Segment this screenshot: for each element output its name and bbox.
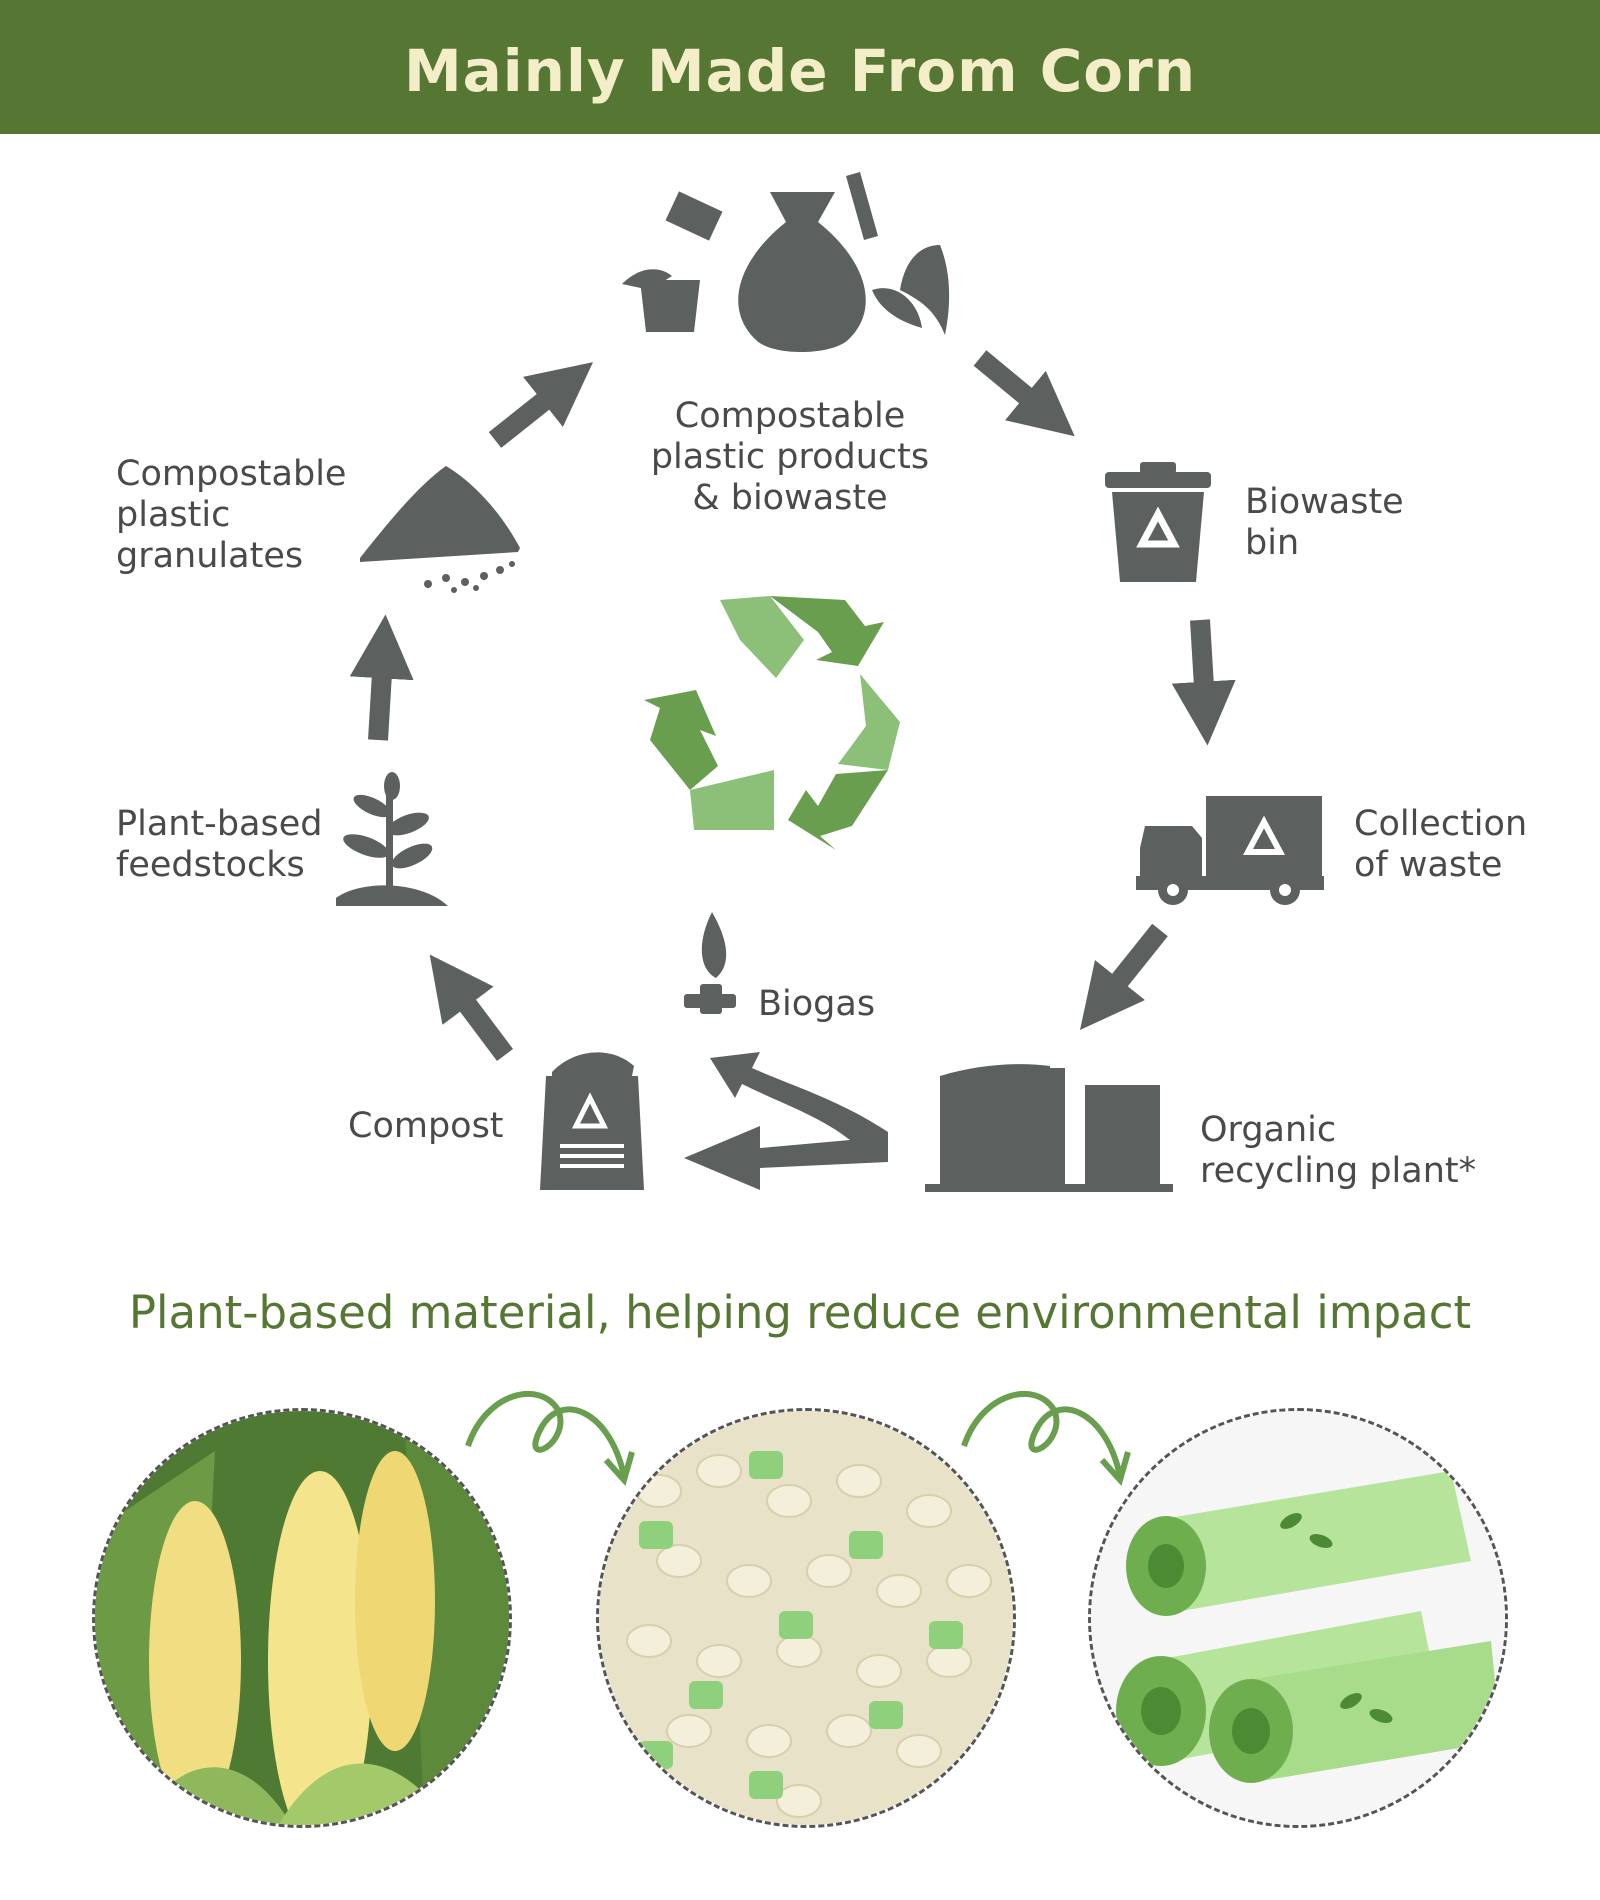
label-compost: Compost	[348, 1106, 504, 1146]
label-biogas: Biogas	[758, 984, 876, 1024]
seedling-icon	[336, 772, 448, 906]
compost-bag-icon	[540, 1052, 644, 1190]
arrow-bin-to-truck	[1171, 619, 1236, 746]
corn-cob	[355, 1451, 435, 1751]
curly-arrow-2	[961, 1391, 1123, 1477]
label-compostable-products: Compostable plastic products & biowaste	[650, 396, 930, 518]
page-title: Mainly Made From Corn	[403, 37, 1197, 105]
pellets-photo	[596, 1408, 1016, 1828]
corn-cob	[149, 1501, 241, 1821]
truck-icon	[1136, 796, 1324, 905]
label-compostable-granulates: Compostable plastic granulates	[116, 454, 347, 576]
split-arrow	[684, 1052, 888, 1190]
arrow-granulates-to-products	[488, 362, 594, 448]
corn-cob	[268, 1471, 372, 1825]
arrow-products-to-bin	[973, 350, 1075, 437]
curly-arrows	[465, 1391, 1131, 1487]
cycle-arrows	[349, 350, 1236, 1061]
flame-icon	[684, 912, 736, 1014]
header-banner	[0, 0, 1600, 134]
recycle-bin-icon	[1105, 462, 1211, 582]
curly-arrow-2-head	[1099, 1451, 1131, 1487]
recycling-plant-icon	[925, 1064, 1173, 1192]
granules-pile-icon	[360, 466, 520, 593]
subtitle: Plant-based material, helping reduce env…	[128, 1286, 1472, 1339]
bag-biowaste-icon	[622, 172, 950, 352]
curly-arrow-1	[465, 1391, 627, 1477]
label-collection-of-waste: Collection of waste	[1354, 804, 1528, 885]
recycle-symbol-icon	[644, 596, 900, 850]
arrow-compost-to-feedstocks	[429, 954, 513, 1061]
label-plant-based-feedstocks: Plant-based feedstocks	[116, 804, 323, 885]
bag-rolls-photo	[1088, 1408, 1508, 1828]
arrow-feedstocks-to-granulates	[349, 614, 414, 741]
label-biowaste-bin: Biowaste bin	[1245, 482, 1404, 563]
label-organic-recycling-plant: Organic recycling plant*	[1200, 1110, 1477, 1191]
curly-arrow-1-head	[603, 1451, 635, 1487]
arrow-truck-to-plant	[1080, 923, 1168, 1030]
corn-photo	[92, 1408, 512, 1828]
